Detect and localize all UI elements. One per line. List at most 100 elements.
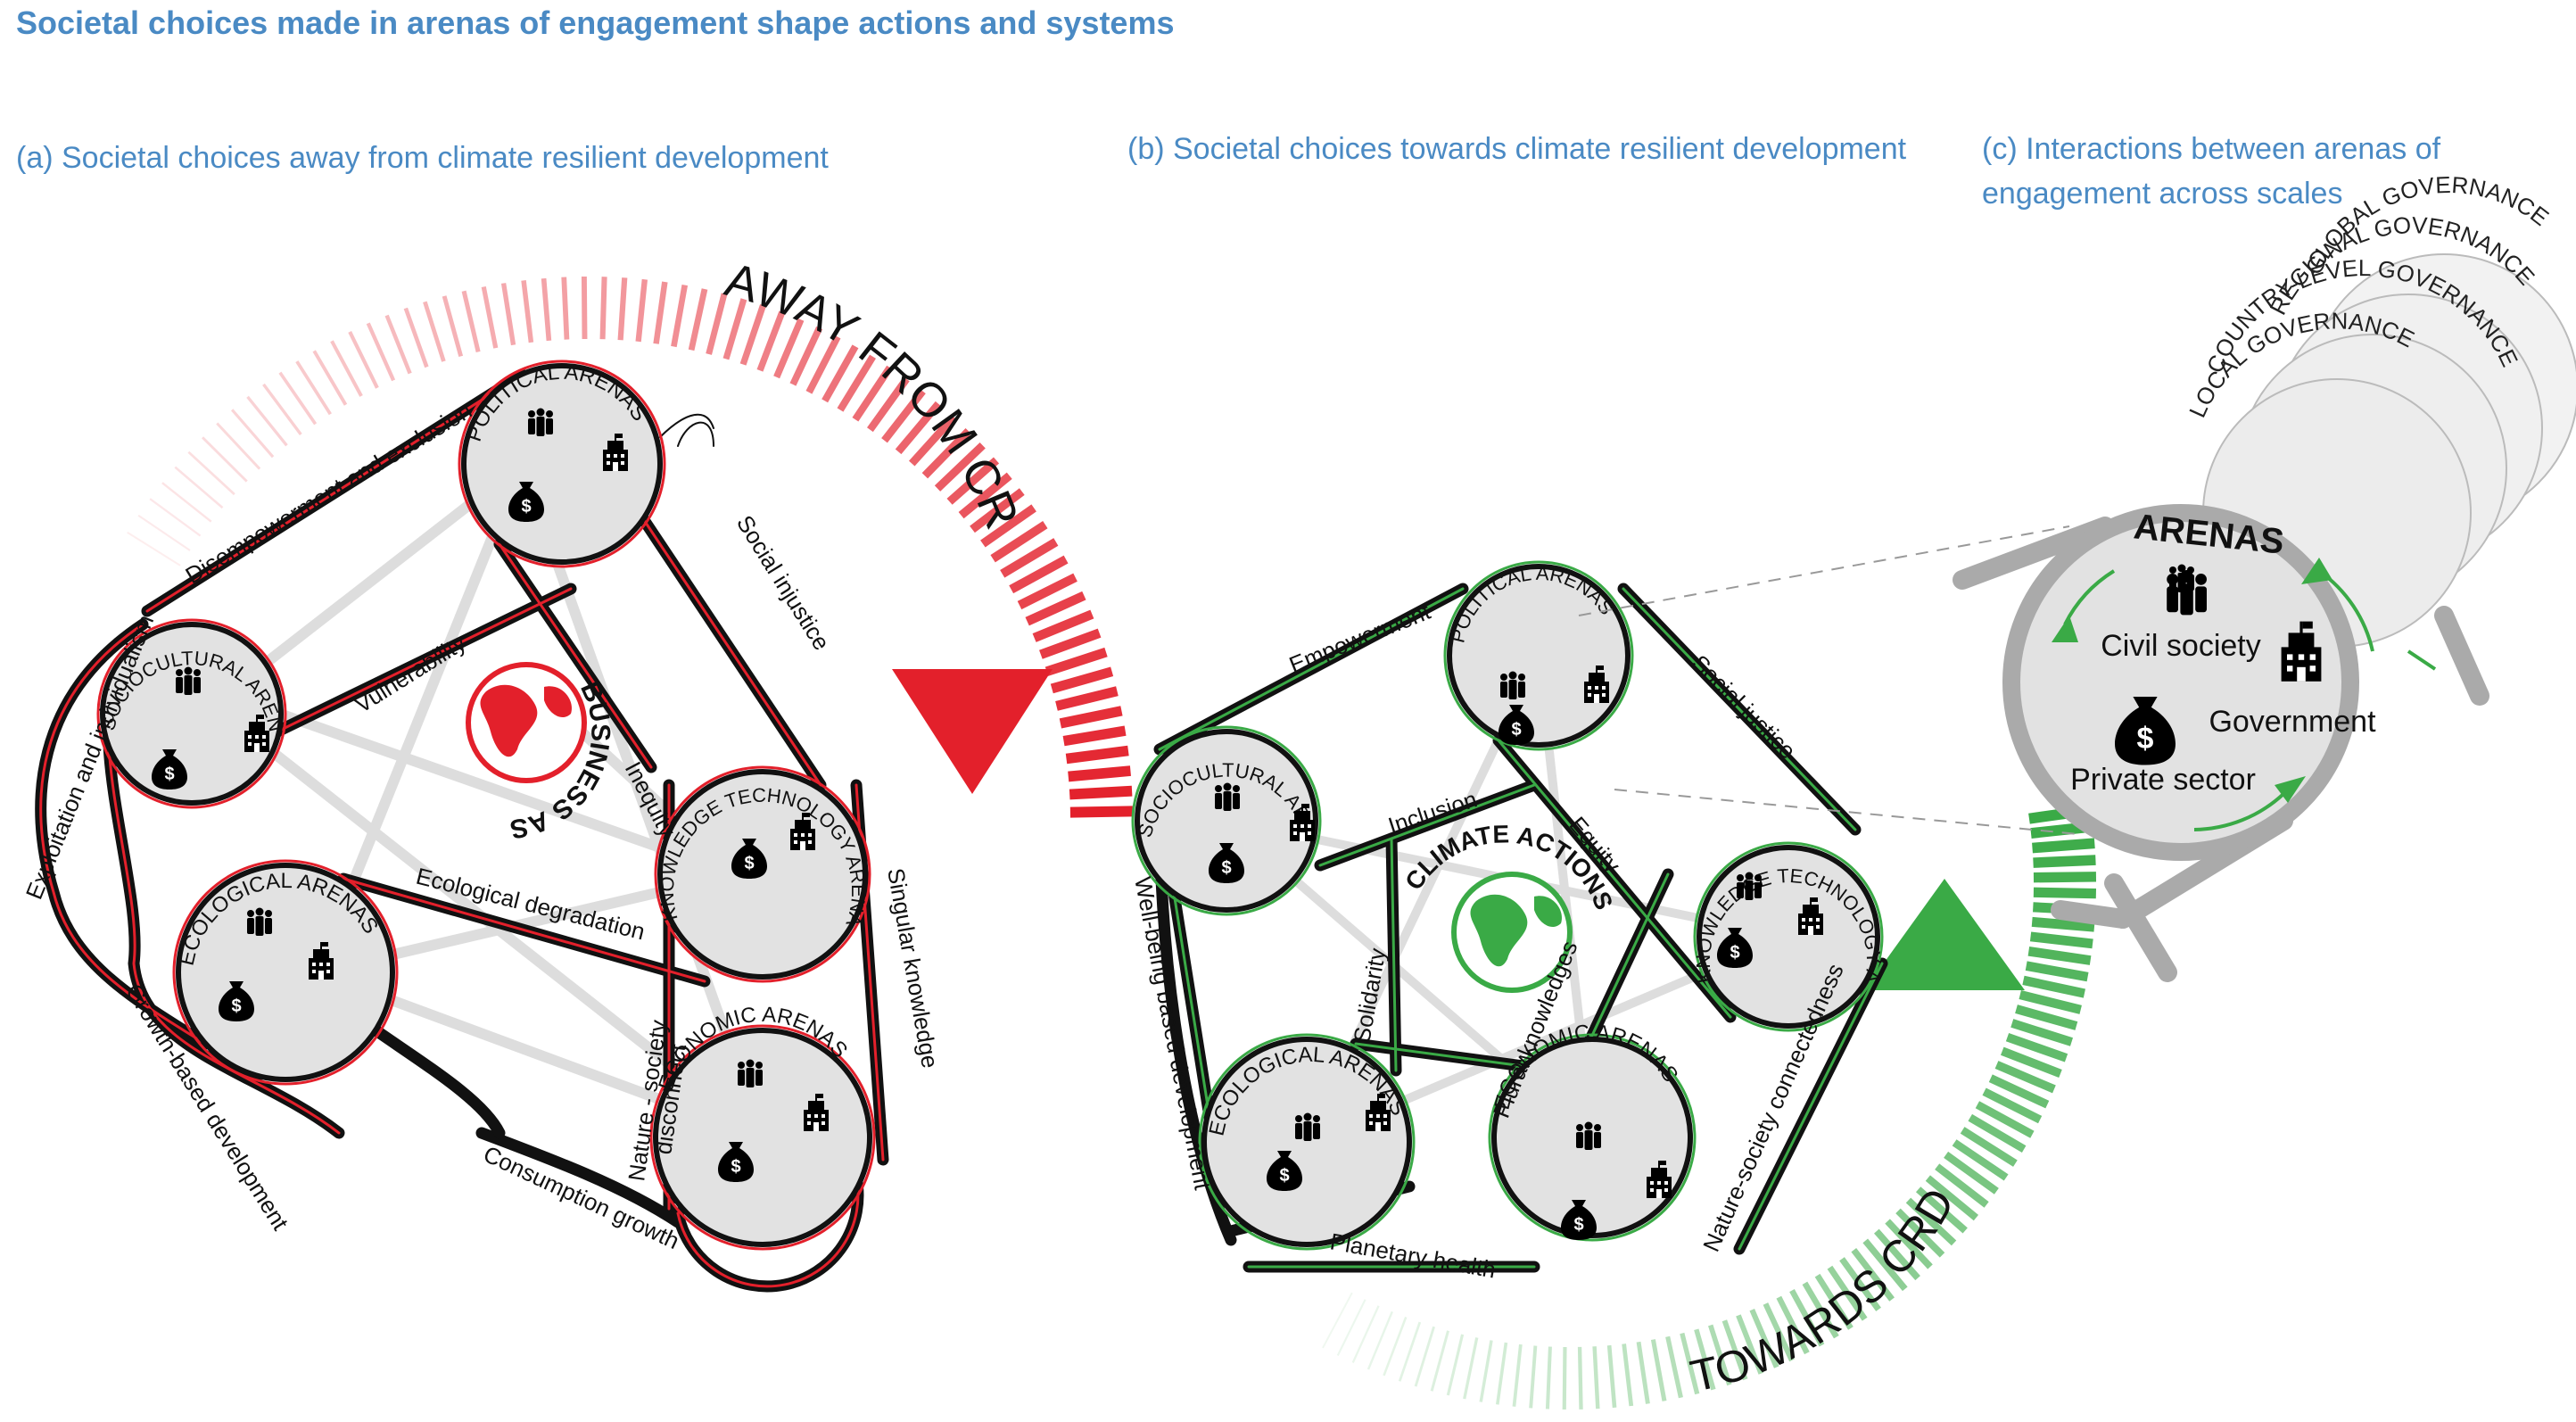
panel-a-heading: (a) Societal choices away from climate r… [16,141,829,175]
arrow-stripe [230,409,275,459]
arrow-stripe [671,285,689,348]
arrow-stripe [1479,1340,1493,1402]
arena-political-a: POLITICAL ARENAS [458,360,666,568]
arrow-stripe [442,295,464,358]
arrow-stripe [789,326,823,386]
arrow-stripe [970,488,1025,533]
people-icon [528,408,553,436]
people-icon [176,666,201,695]
arrow-stripe [187,451,235,496]
panel-b: TOWARDS CRD [0,0,2097,1410]
arrow-stripe [1039,628,1102,659]
towards-arrow-head [1864,879,2025,990]
arrow-stripe [1895,1208,1945,1258]
arrow-stripe [1025,591,1086,626]
arena-economic-a: ECONOMIC ARENAS [649,1003,876,1251]
arrow-stripe [706,293,728,355]
belts-a [35,368,889,1293]
arrow-stripe [1545,1346,1552,1410]
arrow-stripe [1622,1343,1634,1407]
arrow-stripe [1336,1299,1366,1356]
arrow-stripe [2033,855,2096,868]
arrow-stripe [2000,1046,2062,1079]
arrow-stripe [1430,1330,1449,1392]
link-solidarity: Solidarity [1348,947,1391,1046]
arrow-stripe [1636,1341,1650,1404]
arrow-stripe [384,314,412,375]
globe-icon [1451,872,1573,993]
civil-society-label: Civil society [2101,629,2260,663]
arrow-stripe [2029,931,2093,949]
people-icon [738,1059,763,1087]
panel-c-heading-line2: engagement across scales [1982,177,2342,211]
arrow-stripe [1968,1113,2027,1153]
arrow-stripe [2033,872,2097,883]
people-icon [247,907,272,936]
arrow-stripe [617,277,628,341]
arrow-stripe [1944,1151,1999,1195]
arrow-stripe [1694,1328,1716,1391]
arrow-stripe [1009,555,1069,594]
arrow-stripe [1988,1074,2050,1109]
arrow-stripe [1398,1321,1422,1382]
arrow-stripe [366,322,396,382]
arrow-stripe [174,466,224,509]
arrow-stripe [1862,1238,1908,1292]
arrow-stripe [1446,1334,1465,1396]
arrow-stripe [1776,1295,1810,1355]
arrow-stripe [1680,1332,1700,1395]
arrow-stripe [2022,975,2086,998]
arrow-stripe [2025,961,2089,982]
arrow-stripe [541,277,552,342]
link-disempowerment: Disempowerment and exclusion [181,397,476,590]
arrow-stripe [1665,1335,1683,1399]
arrow-stripe [1069,785,1133,800]
arrow-stripe [2010,1019,2073,1046]
arrow-stripe [1000,538,1059,578]
arrow-stripe [722,298,747,360]
people-icon [2167,570,2207,616]
arrow-stripe [1975,1101,2035,1138]
arrow-stripe [921,428,971,479]
arrow-stripe [262,383,302,436]
arena-ecological-a: ECOLOGICAL ARENAS [172,859,399,1086]
arrow-stripe [1874,1228,1920,1281]
arrow-stripe [2027,946,2092,965]
globe-icon [466,662,587,783]
arena-detail-circle [2002,504,2437,861]
people-icon [1737,872,1762,900]
arrow-stripe [1529,1345,1538,1409]
arrow-stripe [1055,686,1119,711]
arrow-stripe [895,401,942,455]
arrow-stripe [756,310,786,372]
arrow-stripe [1592,1346,1600,1410]
panel-c-heading-line1: (c) Interactions between arenas of [1982,132,2441,166]
arrow-stripe [635,278,648,343]
arrow-stripe [1414,1326,1435,1387]
arrow-stripe [1827,1265,1868,1321]
link-vulnerability: Vulnerability [350,629,470,718]
arrow-stripe [1925,1175,1979,1221]
panel-b-heading: (b) Societal choices towards climate res… [1127,132,1907,166]
figure-title: Societal choices made in arenas of engag… [16,4,1174,41]
arrow-stripe [278,371,318,426]
arrow-stripe [1789,1288,1825,1347]
link-social-justice: Social justice [1687,649,1802,765]
arrow-stripe [348,331,379,389]
arrow-stripe [822,344,859,403]
people-icon [1215,782,1240,811]
arrow-stripe [1069,806,1134,818]
arrow-stripe [1650,1339,1667,1401]
arrow-stripe [2019,990,2082,1014]
arrow-stripe [1383,1316,1408,1377]
people-icon [1576,1121,1601,1150]
link-empowerment: Empowerment [1285,598,1434,679]
arrow-stripe [1059,706,1123,729]
arrow-stripe [867,376,910,433]
arrow-stripe [934,442,986,492]
arrow-stripe [561,277,570,340]
arrow-stripe [1463,1337,1479,1400]
arena-political-b: POLITICAL ARENAS [1443,560,1634,751]
arrow-stripe [1960,1127,2018,1167]
